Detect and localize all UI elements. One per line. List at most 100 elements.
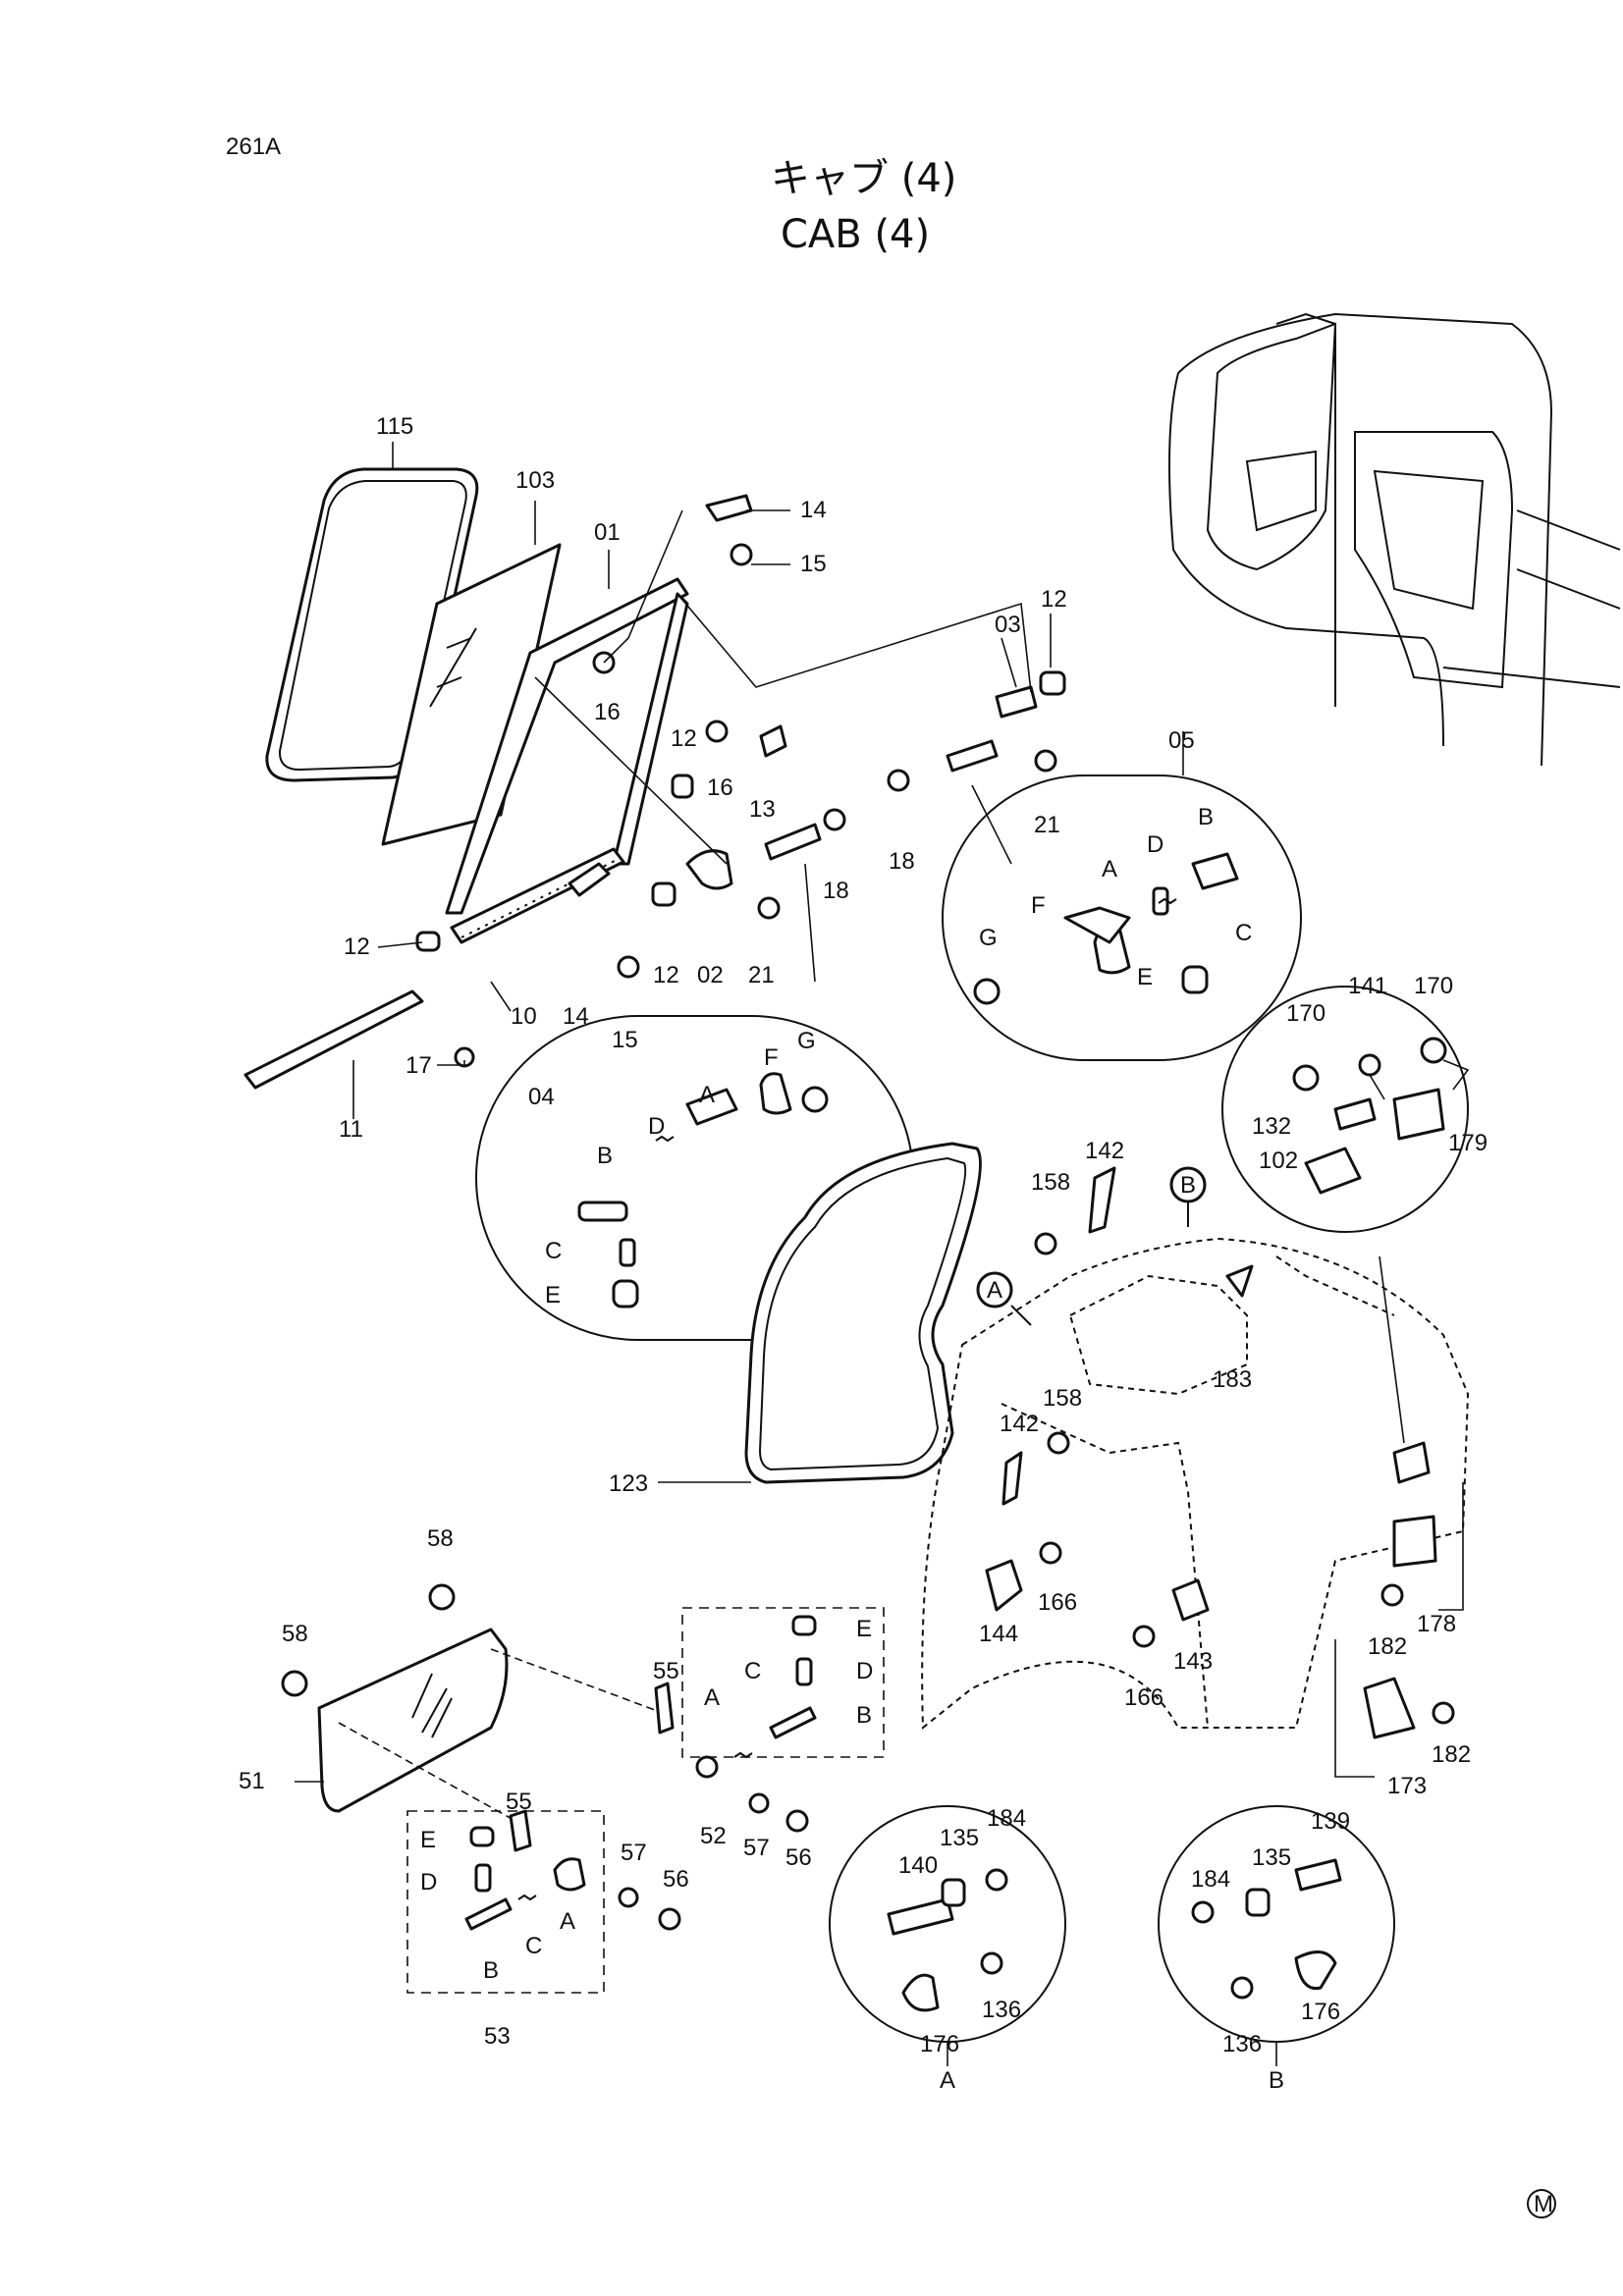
callout-142: 142 <box>1085 1138 1124 1164</box>
callout-05: 05 <box>1168 727 1195 754</box>
callout-18: 18 <box>823 878 849 904</box>
callout-184: 184 <box>987 1805 1026 1832</box>
callout-04: 04 <box>528 1084 555 1110</box>
letter-label: E <box>856 1616 872 1642</box>
callout-123: 123 <box>609 1470 648 1497</box>
callout-136: 136 <box>982 1997 1021 2023</box>
callout-17: 17 <box>406 1052 432 1079</box>
callout-11: 11 <box>339 1116 363 1143</box>
callout-166: 166 <box>1038 1589 1077 1616</box>
callout-10: 10 <box>511 1003 537 1030</box>
callout-12: 12 <box>344 934 370 960</box>
letter-label: C <box>744 1658 761 1684</box>
detail-view-b <box>1158 1805 1395 2066</box>
callout-55: 55 <box>506 1789 532 1815</box>
callout-115: 115 <box>376 413 413 440</box>
rail-11 <box>243 989 424 1090</box>
detail-bubble-05 <box>942 774 1302 1061</box>
title-english: CAB (4) <box>781 212 930 257</box>
lower-glass-assembly <box>281 1583 885 1994</box>
cab-body <box>921 1166 1470 1778</box>
letter-label: A <box>560 1908 575 1935</box>
callout-132: 132 <box>1252 1113 1291 1140</box>
letter-label: A <box>1102 856 1117 882</box>
letter-label: E <box>1137 964 1153 990</box>
door-frame-01 <box>445 577 689 915</box>
callout-144: 144 <box>979 1621 1018 1647</box>
callout-15: 15 <box>800 551 827 577</box>
letter-label: E <box>420 1827 436 1853</box>
corner-mark: M <box>1527 2189 1556 2218</box>
callout-140: 140 <box>898 1852 938 1879</box>
letter-label: G <box>979 925 998 951</box>
letter-label: B <box>856 1702 872 1729</box>
callout-182: 182 <box>1432 1741 1471 1768</box>
callout-136: 136 <box>1222 2031 1262 2057</box>
letter-labels: B D A F G C E A D F G B C E E D C A B E … <box>420 804 1284 2094</box>
callout-12: 12 <box>653 962 679 988</box>
callout-170: 170 <box>1286 1000 1325 1027</box>
cab-overview-illustration <box>1168 312 1621 767</box>
callout-178: 178 <box>1417 1611 1456 1637</box>
letter-label: A <box>699 1082 715 1108</box>
letter-label: G <box>797 1028 816 1054</box>
glass-103 <box>381 543 562 846</box>
callout-marker-b: B <box>1180 1172 1196 1199</box>
detail-view-a <box>829 1805 1066 2066</box>
callout-02: 02 <box>697 962 724 988</box>
callout-21: 21 <box>748 962 775 988</box>
callout-01: 01 <box>594 519 621 546</box>
detail-bubble-hinge <box>1221 986 1470 1233</box>
callout-15: 15 <box>612 1027 638 1053</box>
callout-184: 184 <box>1191 1866 1230 1893</box>
callout-16: 16 <box>594 699 621 725</box>
callout-158: 158 <box>1043 1385 1082 1412</box>
callout-03: 03 <box>995 612 1021 638</box>
callout-158: 158 <box>1031 1169 1070 1196</box>
page-code: 261A <box>226 133 281 160</box>
callout-139: 139 <box>1311 1808 1350 1835</box>
upper-door-assembly <box>243 467 1066 1090</box>
letter-label: A <box>704 1684 720 1711</box>
callout-marker-a: A <box>987 1277 1002 1304</box>
letter-label: E <box>545 1282 561 1308</box>
glass-51 <box>317 1628 509 1813</box>
detail-a-caption: A <box>940 2067 955 2094</box>
letter-label: C <box>525 1933 542 1959</box>
callout-13: 13 <box>749 796 776 823</box>
weatherstrip-123 <box>658 1142 982 1484</box>
callout-103: 103 <box>515 467 555 494</box>
letter-label: F <box>764 1044 779 1071</box>
detail-b-caption: B <box>1269 2067 1284 2094</box>
letter-label: D <box>856 1658 873 1684</box>
callout-16: 16 <box>707 774 733 801</box>
letter-label: D <box>648 1113 665 1140</box>
corner-mark-letter: M <box>1534 2191 1553 2217</box>
callout-57: 57 <box>621 1840 647 1866</box>
callout-183: 183 <box>1213 1366 1252 1393</box>
callout-21: 21 <box>1034 812 1060 838</box>
rail-10 <box>450 847 625 944</box>
callout-176: 176 <box>920 2031 959 2057</box>
letter-label: D <box>420 1869 437 1896</box>
callout-14: 14 <box>563 1003 589 1030</box>
callout-182: 182 <box>1368 1633 1407 1660</box>
callout-12: 12 <box>671 725 697 752</box>
callout-142: 142 <box>1000 1411 1039 1437</box>
callout-55: 55 <box>653 1658 679 1684</box>
callout-179: 179 <box>1448 1130 1488 1156</box>
callout-143: 143 <box>1173 1648 1213 1675</box>
callout-18: 18 <box>889 848 915 875</box>
page-header: 261A キャブ (4) CAB (4) <box>226 133 956 257</box>
callout-58: 58 <box>427 1525 454 1552</box>
callout-170: 170 <box>1414 973 1453 999</box>
callout-12: 12 <box>1041 586 1067 613</box>
callout-56: 56 <box>663 1866 689 1893</box>
letter-label: C <box>1235 920 1252 946</box>
callout-102: 102 <box>1259 1148 1298 1174</box>
letter-label: B <box>483 1957 499 1984</box>
callout-176: 176 <box>1301 1999 1340 2025</box>
callout-173: 173 <box>1387 1773 1427 1799</box>
letter-label: F <box>1031 892 1046 919</box>
